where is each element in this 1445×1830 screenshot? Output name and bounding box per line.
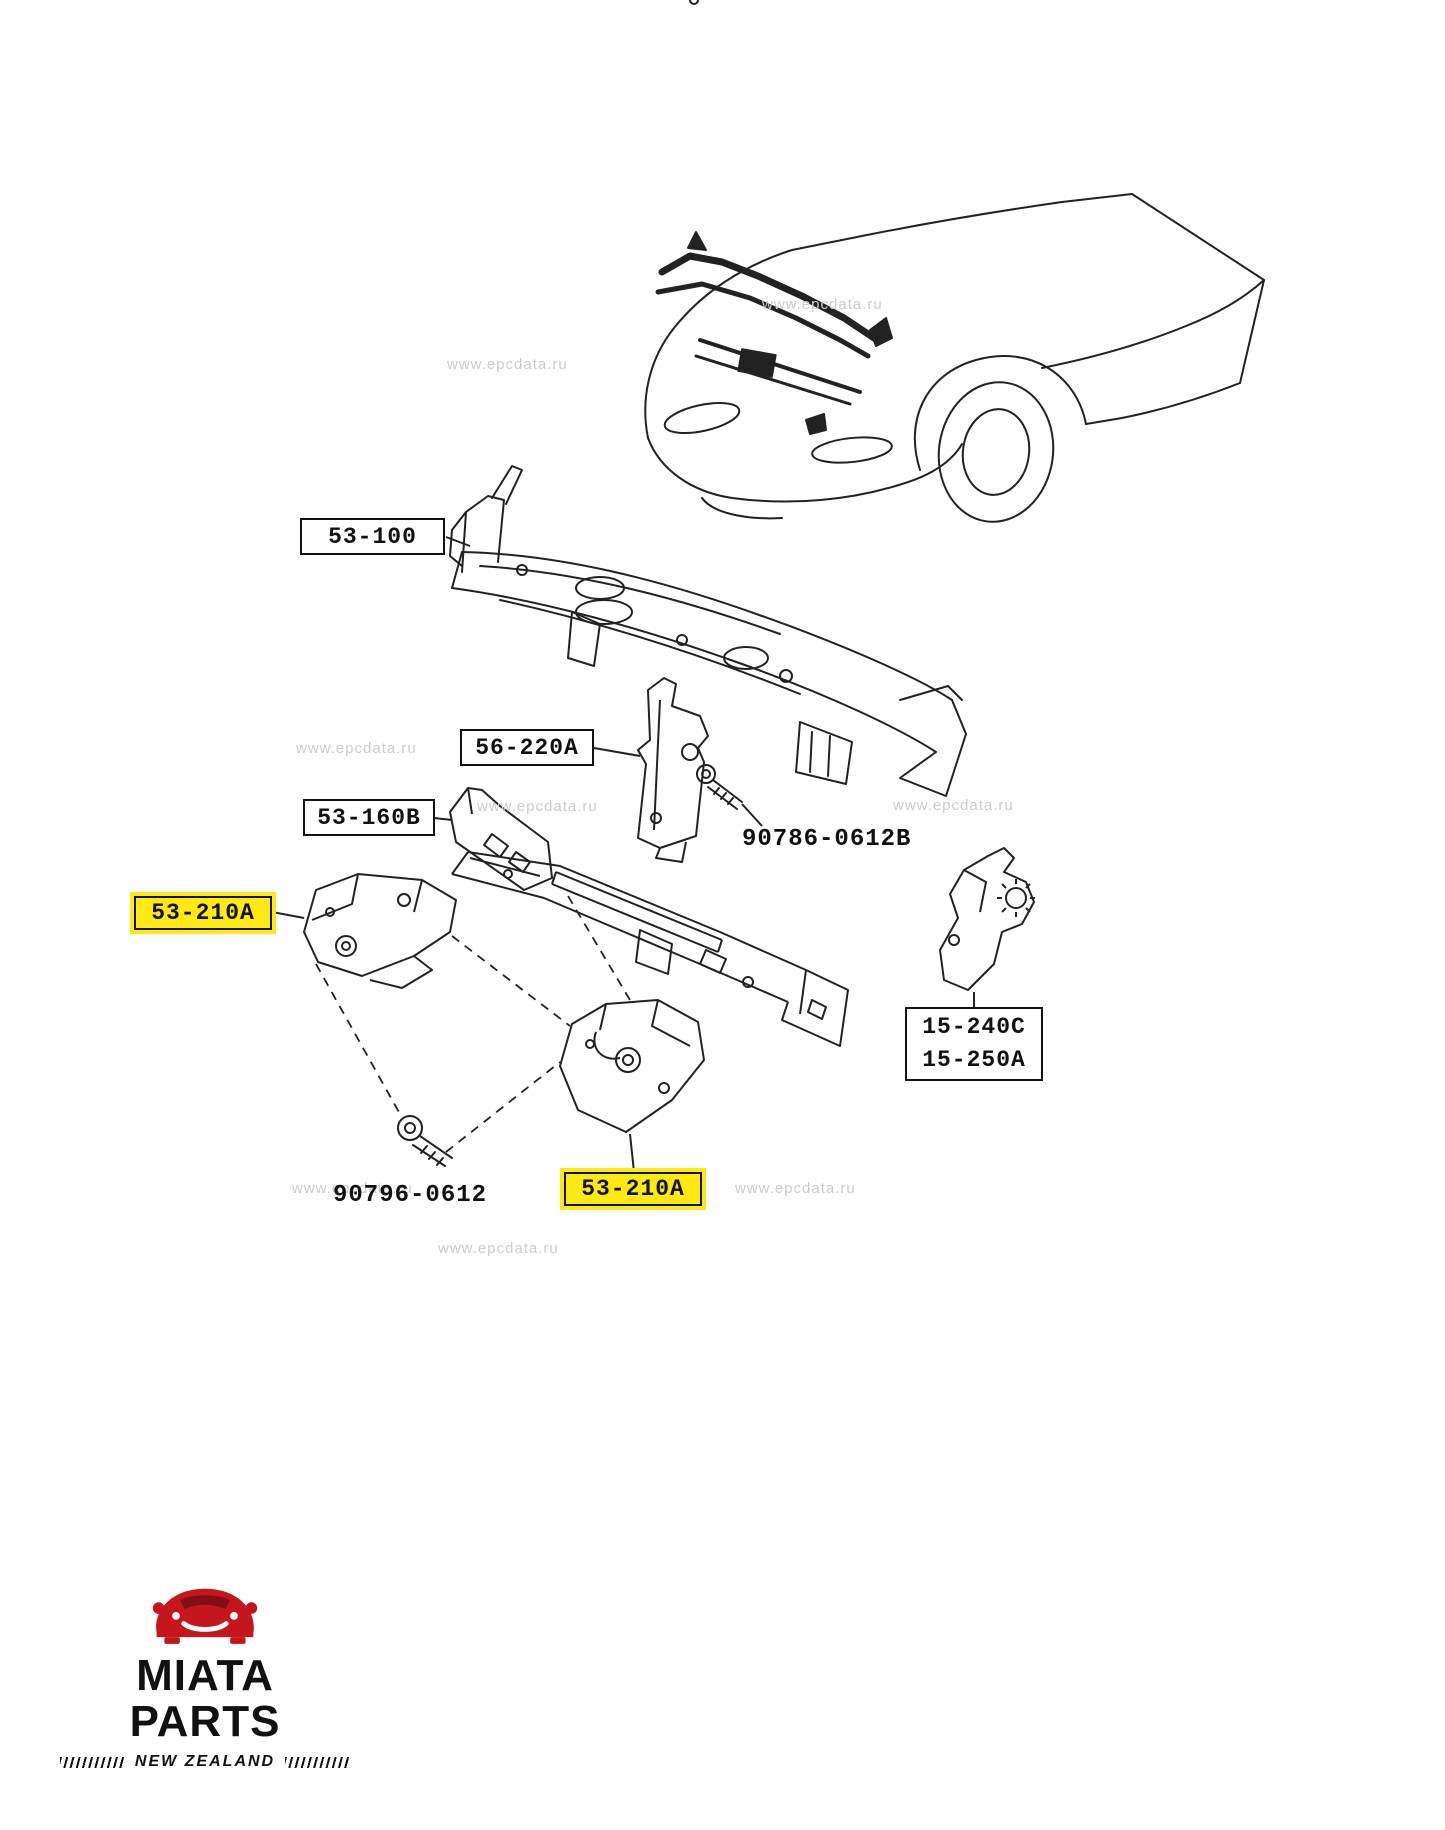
label-leader-lines <box>271 536 975 1173</box>
bolt-90786-0612B-drawing <box>696 764 743 810</box>
part-label-53-210A-bottom[interactable]: 53-210A <box>564 1172 702 1206</box>
part-53-100-drawing <box>449 465 967 797</box>
part-53-210A-bottom-drawing <box>559 999 705 1133</box>
part-label-15-240C[interactable]: 15-240C <box>922 1013 1026 1040</box>
lower-crossmember-drawing <box>451 0 849 1047</box>
watermark: www.epcdata.ru <box>762 296 883 313</box>
assembly-dashed-lines <box>315 895 631 1153</box>
car-front-drawing <box>644 193 1265 523</box>
part-label-53-160B[interactable]: 53-160B <box>303 799 435 836</box>
part-53-210A-left-drawing <box>303 873 457 989</box>
miata-parts-logo: MIATA PARTS NEW ZEALAND <box>60 1575 350 1771</box>
logo-subtitle-row: NEW ZEALAND <box>60 1753 350 1771</box>
part-label-53-210A-left[interactable]: 53-210A <box>134 896 272 930</box>
watermark: www.epcdata.ru <box>735 1180 856 1197</box>
part-56-220A-drawing <box>637 677 709 863</box>
logo-car-icon <box>152 1588 258 1644</box>
part-label-53-100[interactable]: 53-100 <box>300 518 445 555</box>
hatch-right-decoration <box>285 1756 350 1768</box>
part-label-56-220A[interactable]: 56-220A <box>460 729 594 766</box>
watermark: www.epcdata.ru <box>296 740 417 757</box>
part-15-240C-drawing <box>939 847 1035 991</box>
part-number-90786-0612B[interactable]: 90786-0612B <box>742 826 912 853</box>
watermark: www.epcdata.ru <box>438 1240 559 1257</box>
watermark: www.epcdata.ru <box>447 356 568 373</box>
part-label-15-240C-15-250A[interactable]: 15-240C 15-250A <box>905 1007 1043 1081</box>
watermark: www.epcdata.ru <box>893 797 1014 814</box>
hatch-left-decoration <box>60 1756 125 1768</box>
watermark: www.epcdata.ru <box>292 1180 413 1197</box>
part-number-90796-0612[interactable]: 90796-0612 <box>333 1182 488 1209</box>
watermark: www.epcdata.ru <box>477 798 598 815</box>
bolt-90796-0612-drawing <box>397 1115 453 1167</box>
logo-subtitle: NEW ZEALAND <box>134 1753 276 1771</box>
part-label-15-250A[interactable]: 15-250A <box>922 1047 1026 1073</box>
logo-title: MIATA PARTS <box>129 1651 281 1747</box>
